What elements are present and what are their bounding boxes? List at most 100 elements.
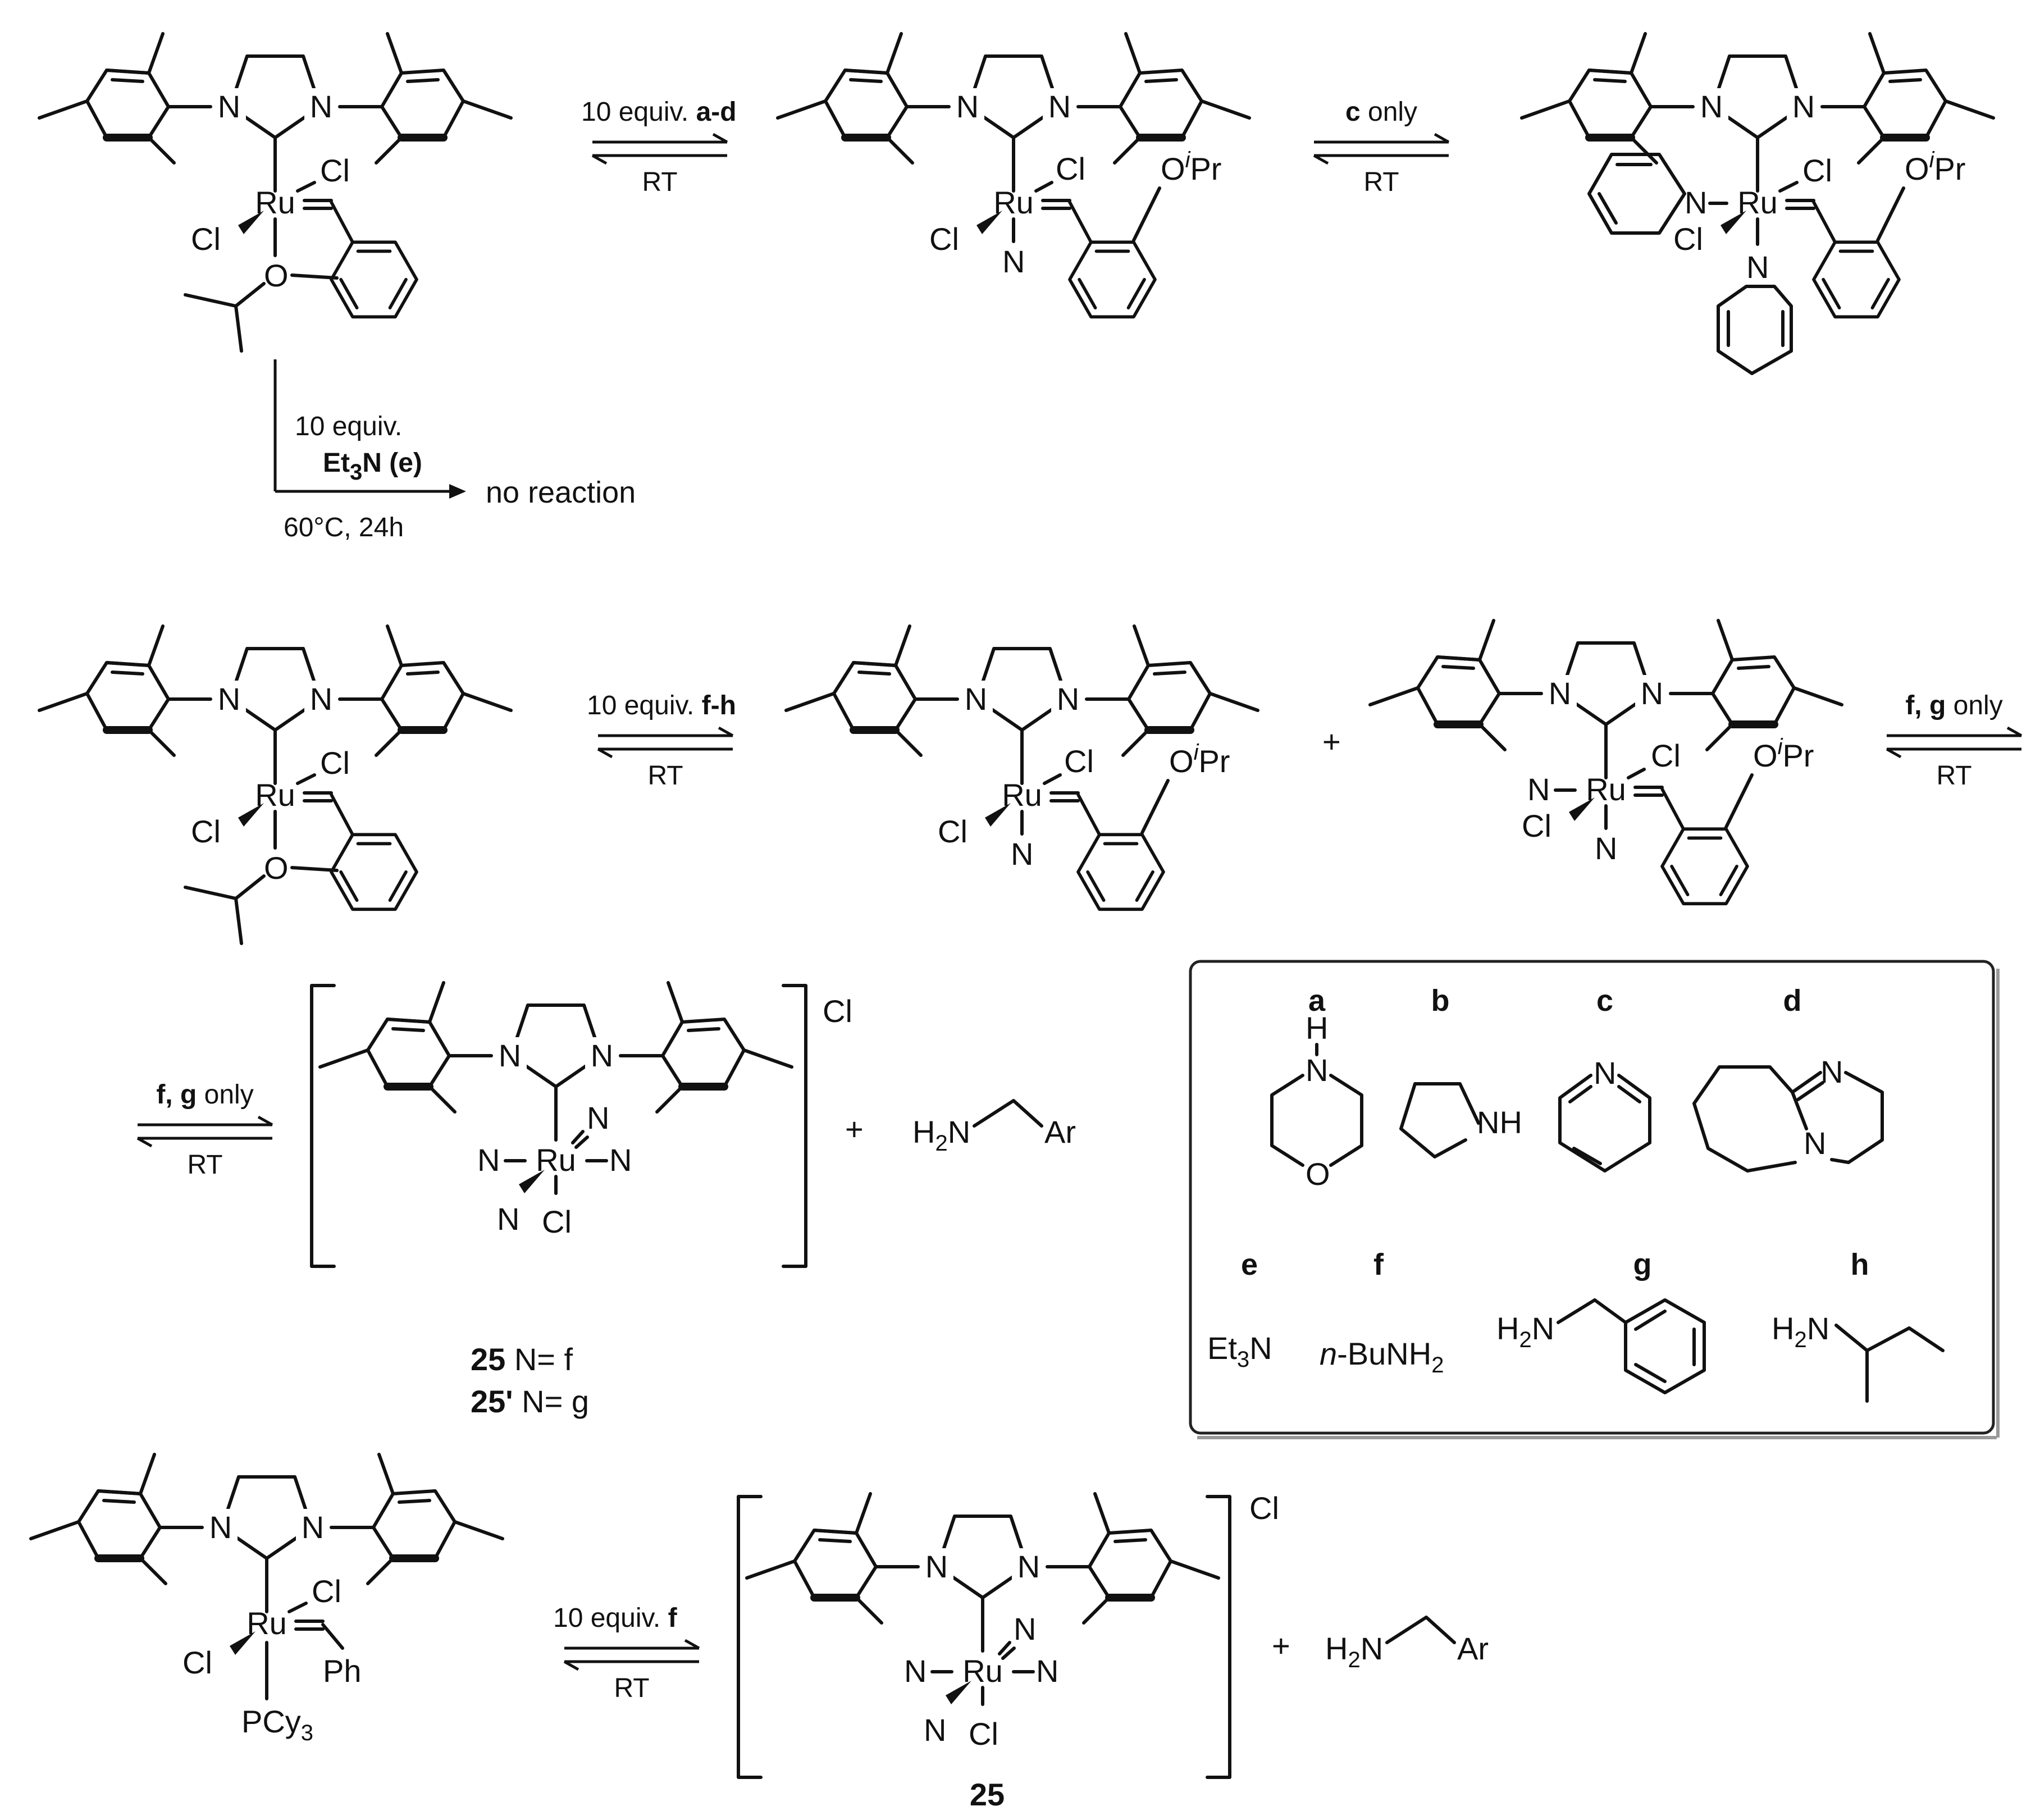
- svg-text:c only: c only: [1345, 97, 1417, 127]
- svg-text:N: N: [1014, 1611, 1036, 1646]
- svg-text:RT: RT: [187, 1150, 222, 1180]
- legend-h: h: [1851, 1248, 1869, 1281]
- svg-text:N: N: [1804, 1125, 1826, 1161]
- svg-text:RT: RT: [1936, 761, 1971, 791]
- structure-sec-butylamine: H2N: [1772, 1311, 1945, 1403]
- svg-text:N: N: [587, 1100, 609, 1135]
- svg-text:10 equiv. f-h: 10 equiv. f-h: [587, 691, 736, 720]
- svg-text:Ru: Ru: [1737, 185, 1778, 220]
- svg-text:25 N= f: 25 N= f: [471, 1342, 573, 1377]
- structure-n-butylamine: n-BuNH2: [1320, 1336, 1444, 1377]
- plus-sign-row2: +: [1322, 724, 1341, 759]
- svg-text:N: N: [1746, 249, 1769, 285]
- svg-text:Cl: Cl: [320, 745, 350, 781]
- svg-text:Ru: Ru: [1586, 772, 1626, 807]
- legend-c: c: [1596, 984, 1613, 1018]
- svg-text:H2N: H2N: [912, 1114, 970, 1156]
- svg-text:Ru: Ru: [1002, 777, 1042, 813]
- svg-text:Ru: Ru: [247, 1605, 287, 1641]
- svg-text:RT: RT: [647, 761, 683, 791]
- arrow-f-g-only-left: f, g only RT: [138, 1080, 272, 1180]
- compound-25-bracket: Cl Ru N N N N Cl: [310, 983, 852, 1268]
- svg-text:H: H: [1306, 1010, 1328, 1046]
- svg-text:Ru: Ru: [993, 185, 1034, 220]
- arrow-f-g-only-right: f, g only RT: [1887, 691, 2021, 791]
- no-reaction-label: no reaction: [486, 476, 636, 509]
- svg-text:Ph: Ph: [323, 1653, 362, 1689]
- svg-text:Cl: Cl: [938, 814, 967, 849]
- svg-text:RT: RT: [614, 1673, 649, 1703]
- compound-grubbs-ii: Ru Cl Cl Ph PCy3: [31, 1454, 503, 1745]
- cl-bottom: Cl: [191, 221, 221, 257]
- svg-text:10 equiv.: 10 equiv.: [295, 412, 402, 441]
- legend-b: b: [1431, 984, 1450, 1018]
- svg-text:Cl: Cl: [191, 814, 221, 849]
- legend-g: g: [1633, 1248, 1652, 1281]
- arrow-f-bottom: 10 equiv. f RT: [553, 1603, 699, 1703]
- svg-text:N: N: [1002, 244, 1025, 279]
- svg-text:Cl: Cl: [1056, 151, 1085, 186]
- svg-text:Cl: Cl: [1522, 808, 1551, 843]
- svg-text:f, g only: f, g only: [156, 1080, 253, 1110]
- compound-mono-adduct-row1: Ru Cl Cl N OiPr: [778, 34, 1249, 317]
- svg-text:H2N: H2N: [1772, 1311, 1829, 1352]
- svg-text:Cl: Cl: [1064, 743, 1094, 779]
- svg-text:Ar: Ar: [1044, 1114, 1076, 1150]
- structure-benzylamine: H2N: [1496, 1298, 1706, 1394]
- svg-text:O: O: [264, 850, 289, 886]
- svg-text:N: N: [477, 1142, 500, 1178]
- svg-text:Et3N (e): Et3N (e): [323, 448, 422, 485]
- svg-text:f, g only: f, g only: [1905, 691, 2002, 720]
- legend-e: e: [1241, 1248, 1258, 1281]
- structure-triethylamine: Et3N: [1207, 1330, 1272, 1372]
- plus-sign-row3: +: [845, 1111, 864, 1147]
- svg-text:Ru: Ru: [255, 777, 295, 813]
- svg-text:N: N: [1306, 1052, 1328, 1088]
- svg-text:Cl: Cl: [969, 1716, 998, 1751]
- svg-text:N: N: [1685, 185, 1707, 220]
- svg-text:Cl: Cl: [542, 1204, 572, 1239]
- svg-text:Cl: Cl: [1802, 153, 1832, 188]
- svg-text:Cl: Cl: [1673, 221, 1703, 257]
- compound-bis-pyridine: Ru Cl Cl N N OiPr: [1522, 34, 1993, 375]
- svg-text:OiPr: OiPr: [1905, 148, 1965, 186]
- svg-text:Cl: Cl: [1651, 738, 1681, 773]
- compound-hg2-row2: Ru Cl Cl O: [39, 626, 511, 945]
- amine-h2n-ar-row3: H2N Ar: [912, 1099, 1076, 1156]
- svg-text:25' N= g: 25' N= g: [471, 1384, 589, 1419]
- svg-text:Cl: Cl: [929, 221, 959, 257]
- legend-d: d: [1783, 984, 1802, 1018]
- svg-text:OiPr: OiPr: [1169, 740, 1230, 779]
- svg-text:N: N: [1527, 772, 1550, 807]
- svg-text:OiPr: OiPr: [1161, 148, 1221, 186]
- structure-pyridine: N: [1558, 1055, 1651, 1173]
- arrow-c-only: c only RT: [1314, 97, 1449, 197]
- structure-morpholine: H N O: [1270, 1010, 1363, 1192]
- svg-text:OiPr: OiPr: [1753, 735, 1814, 773]
- amine-h2n-ar-row4: H2N Ar: [1325, 1616, 1489, 1672]
- o-atom: O: [264, 258, 289, 293]
- svg-text:H2N: H2N: [1496, 1311, 1554, 1352]
- svg-text:RT: RT: [642, 167, 677, 197]
- svg-text:PCy3: PCy3: [241, 1704, 313, 1745]
- svg-text:Cl: Cl: [182, 1645, 212, 1680]
- svg-text:N: N: [924, 1712, 946, 1748]
- svg-text:Cl: Cl: [823, 993, 852, 1029]
- svg-text:N: N: [1820, 1054, 1843, 1089]
- svg-text:N: N: [1011, 836, 1033, 872]
- legend-f: f: [1373, 1248, 1384, 1281]
- reagent-legend: a b c d H N O NH N N: [1189, 960, 2000, 1439]
- svg-text:N: N: [1036, 1653, 1058, 1689]
- legend-a: a: [1308, 984, 1326, 1018]
- plus-sign-row4: +: [1272, 1628, 1290, 1663]
- svg-text:H2N: H2N: [1325, 1631, 1383, 1672]
- structure-pyrrolidine: NH: [1399, 1082, 1522, 1158]
- svg-text:Ar: Ar: [1457, 1631, 1489, 1666]
- svg-text:Cl: Cl: [312, 1573, 341, 1609]
- arrow-a-d: 10 equiv. a-d RT: [581, 97, 737, 197]
- compound-mono-adduct-row2: Ru Cl Cl N OiPr: [786, 626, 1258, 909]
- ru-atom: Ru: [255, 185, 295, 220]
- arrow-f-h: 10 equiv. f-h RT: [587, 691, 736, 791]
- svg-text:N: N: [609, 1142, 632, 1178]
